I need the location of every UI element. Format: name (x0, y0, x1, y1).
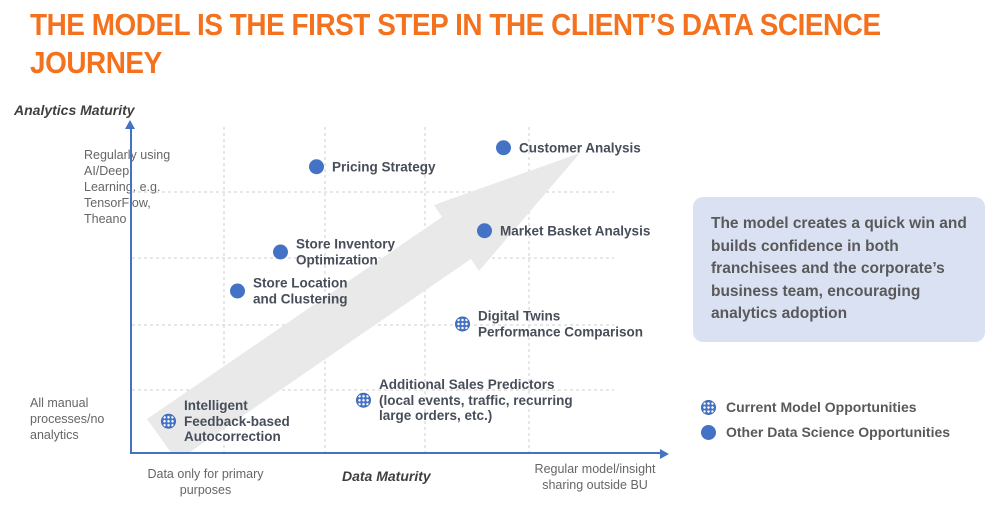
pattern-circle-icon (701, 399, 716, 415)
data-point-pricing-strategy: Pricing Strategy (309, 159, 436, 175)
data-point-label: Intelligent Feedback-based Autocorrectio… (184, 397, 290, 444)
slide-title: THE MODEL IS THE FIRST STEP IN THE CLIEN… (30, 6, 881, 82)
solid-circle-icon (477, 223, 492, 239)
data-point-digital-twins-performance-comparison: Digital Twins Performance Comparison (455, 309, 643, 340)
slide-title-line-2: JOURNEY (30, 45, 162, 80)
x-axis-tick-low: Data only for primary purposes (147, 467, 264, 497)
solid-circle-icon (273, 244, 288, 260)
solid-circle-icon (230, 283, 245, 299)
y-axis-arrowhead-icon (125, 120, 135, 129)
data-point-label: Pricing Strategy (332, 159, 436, 175)
legend-label: Other Data Science Opportunities (726, 424, 951, 440)
legend-item-current-model-opportunities: Current Model Opportunities (701, 399, 950, 415)
slide-title-line-1: THE MODEL IS THE FIRST STEP IN THE CLIEN… (30, 7, 881, 42)
plot-area: Pricing Strategy Customer Analysis Marke… (125, 120, 669, 459)
x-axis-arrowhead-icon (660, 449, 669, 459)
callout-text: The model creates a quick win and builds… (711, 215, 967, 322)
data-point-label: Store Location and Clustering (253, 275, 348, 307)
callout-box: The model creates a quick win and builds… (693, 197, 985, 342)
solid-circle-icon (701, 424, 716, 440)
grid-and-trend-arrow-layer (132, 127, 614, 452)
data-point-store-location-and-clustering: Store Location and Clustering (230, 276, 348, 307)
pattern-circle-icon (356, 392, 371, 408)
data-point-market-basket-analysis: Market Basket Analysis (477, 223, 650, 239)
data-point-additional-sales-predictors: Additional Sales Predictors (local event… (356, 377, 573, 424)
legend: Current Model Opportunities Other Data S… (701, 399, 950, 449)
data-point-customer-analysis: Customer Analysis (496, 140, 641, 156)
data-point-label: Digital Twins Performance Comparison (478, 308, 644, 340)
data-point-label: Additional Sales Predictors (local event… (379, 376, 573, 423)
data-point-label: Customer Analysis (519, 140, 641, 156)
x-axis-title: Data Maturity (342, 468, 431, 484)
pattern-circle-icon (455, 316, 470, 332)
solid-circle-icon (496, 140, 511, 156)
legend-item-other-data-science-opportunities: Other Data Science Opportunities (701, 424, 950, 440)
y-axis-tick-high: Regularly using AI/Deep Learning, e.g. T… (84, 148, 171, 226)
y-axis-tick-low: All manual processes/no analytics (30, 396, 105, 442)
data-point-intelligent-feedback-autocorrection: Intelligent Feedback-based Autocorrectio… (161, 398, 290, 445)
data-point-label: Market Basket Analysis (500, 223, 651, 239)
maturity-trend-arrow (147, 153, 580, 452)
data-point-label: Store Inventory Optimization (296, 236, 396, 268)
data-point-store-inventory-optimization: Store Inventory Optimization (273, 237, 395, 268)
y-axis-title: Analytics Maturity (14, 102, 135, 118)
legend-label: Current Model Opportunities (726, 399, 917, 415)
x-axis-tick-high: Regular model/insight sharing outside BU (534, 462, 656, 492)
pattern-circle-icon (161, 413, 176, 429)
solid-circle-icon (309, 159, 324, 175)
